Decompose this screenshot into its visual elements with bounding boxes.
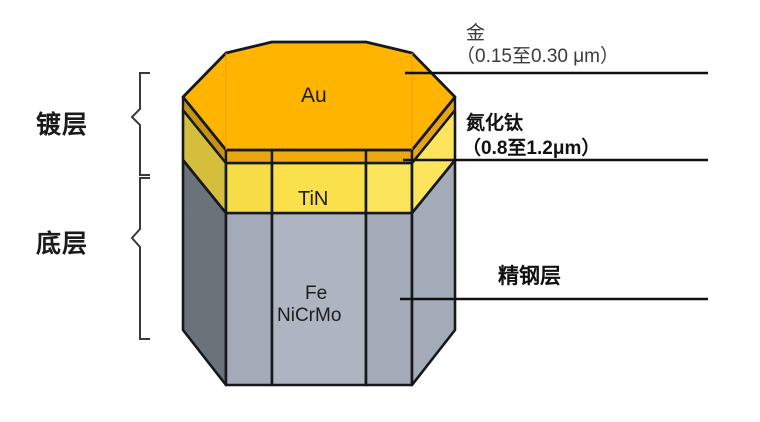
au-front-left-band: [224, 148, 274, 165]
tin-front-left-face: [224, 161, 274, 215]
steel-front-left-face: [224, 211, 274, 387]
callout-label-gold-thickness: （0.15至0.30 μm）: [456, 46, 620, 67]
bracket-label-plating: 镀层: [36, 111, 89, 139]
callout-label-tin-name: 氮化钛: [466, 113, 524, 134]
callout-label-steel-name: 精钢层: [498, 265, 561, 288]
callout-label-gold-name: 金: [466, 23, 486, 44]
prism-caption-steel-line1: Fe: [305, 283, 328, 304]
au-front-band: [270, 148, 368, 165]
au-top-face: [181, 40, 457, 152]
callout-label-tin-thickness: （0.8至1.2μm）: [462, 138, 601, 159]
prism-caption-au: Au: [301, 84, 327, 107]
prism-caption-tin: TiN: [298, 188, 329, 210]
bracket-plating: [130, 72, 150, 176]
prism-caption-steel-line2: NiCrMo: [277, 305, 342, 326]
bracket-label-base: 底层: [36, 230, 89, 258]
bracket-base: [130, 177, 150, 340]
tin-front-right-face: [364, 161, 414, 215]
